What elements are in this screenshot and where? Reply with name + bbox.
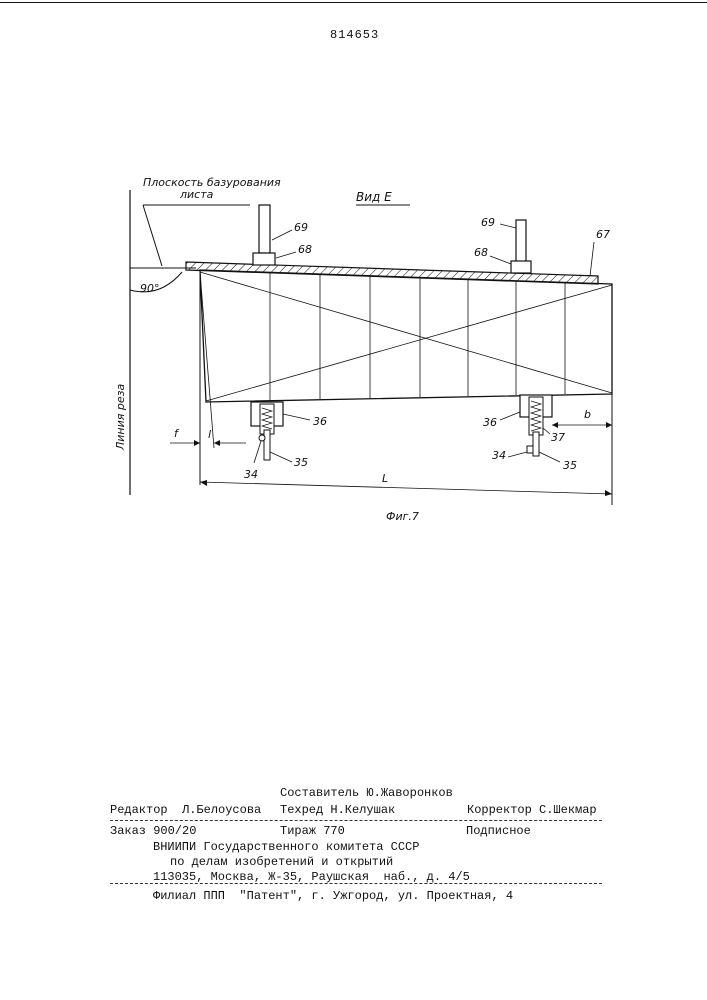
dim-b: b bbox=[584, 408, 591, 421]
callout-35-right: 35 bbox=[563, 459, 577, 472]
imprint-editor: Редактор Л.Белоусова bbox=[110, 803, 261, 817]
callout-68-right: 68 bbox=[474, 246, 488, 259]
dim-l: l bbox=[208, 428, 211, 441]
plane-label-2: листа bbox=[179, 188, 214, 201]
technical-drawing: Линия реза Плоскость базурования листа 9… bbox=[0, 0, 707, 560]
callout-34-left: 34 bbox=[244, 468, 258, 481]
imprint-affairs: по делам изобретений и открытий bbox=[170, 855, 393, 869]
cut-line-label: Линия реза bbox=[114, 384, 127, 451]
pin-35-right bbox=[533, 432, 539, 456]
imprint-address: 113035, Москва, Ж-35, Раушская наб., д. … bbox=[153, 870, 470, 884]
pin-34-left bbox=[259, 435, 265, 441]
callout-35-left: 35 bbox=[294, 456, 308, 469]
block-68-right bbox=[511, 261, 531, 273]
callout-68-left: 68 bbox=[298, 243, 312, 256]
pin-35-left bbox=[264, 430, 270, 460]
diag-1 bbox=[200, 272, 612, 393]
angle-label: 90° bbox=[140, 282, 160, 295]
plane-leader bbox=[143, 205, 162, 266]
callout-36-right: 36 bbox=[483, 416, 497, 429]
dim-f: f bbox=[174, 427, 180, 440]
callout-69-right: 69 bbox=[481, 216, 495, 229]
figure-caption: Фиг.7 bbox=[386, 510, 419, 523]
diag-2 bbox=[206, 285, 612, 401]
imprint-compiler: Составитель Ю.Жаворонков bbox=[280, 786, 453, 800]
callout-37: 37 bbox=[551, 431, 565, 444]
body-divisions bbox=[270, 273, 565, 400]
callout-34-right: 34 bbox=[492, 449, 506, 462]
callout-67: 67 bbox=[596, 228, 610, 241]
callout-69-left: 69 bbox=[294, 221, 308, 234]
imprint-rule-1 bbox=[110, 820, 602, 821]
imprint-corrector: Корректор С.Шекмар bbox=[467, 803, 597, 817]
view-title: Вид Е bbox=[356, 190, 392, 204]
rod-69-right bbox=[516, 220, 526, 262]
imprint-order: Заказ 900/20 bbox=[110, 824, 196, 838]
rod-69-left bbox=[259, 205, 270, 253]
plate-67 bbox=[186, 262, 598, 284]
imprint-subscription: Подписное bbox=[466, 824, 531, 838]
block-68-left bbox=[253, 253, 275, 265]
imprint-vniipi: ВНИИПИ Государственного комитета СССР bbox=[153, 840, 419, 854]
dim-L: L bbox=[382, 472, 388, 485]
imprint-branch: Филиал ППП "Патент", г. Ужгород, ул. Про… bbox=[153, 889, 513, 903]
imprint-circulation: Тираж 770 bbox=[280, 824, 345, 838]
imprint-techred: Техред Н.Келушак bbox=[280, 803, 395, 817]
callout-36-left: 36 bbox=[313, 415, 327, 428]
pin-34-right bbox=[527, 446, 533, 453]
imprint-rule-2 bbox=[110, 883, 602, 884]
